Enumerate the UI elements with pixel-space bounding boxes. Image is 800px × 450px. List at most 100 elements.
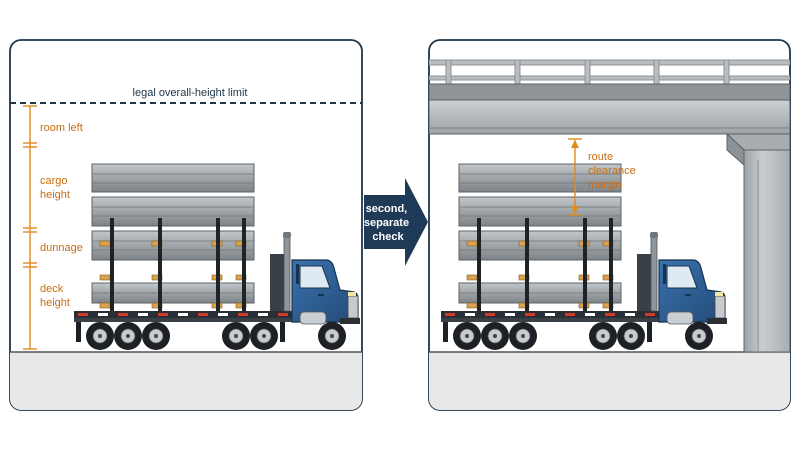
reflector-strip xyxy=(625,313,635,316)
side-mirror xyxy=(663,264,666,284)
rail-post xyxy=(584,59,591,85)
reflector-strip xyxy=(118,313,128,316)
mud-flap xyxy=(443,322,448,342)
front-bumper xyxy=(707,318,727,324)
reflector-strip xyxy=(138,313,148,316)
steel-bundle xyxy=(91,230,255,261)
clearance-dimension xyxy=(568,138,582,216)
mud-flap xyxy=(647,322,652,342)
headboard xyxy=(270,254,284,311)
reflector-strip xyxy=(218,313,228,316)
clearance-label: route clearance margin xyxy=(588,151,639,191)
rail-post xyxy=(445,59,452,85)
reflector-strip xyxy=(645,313,655,316)
fuel-tank xyxy=(666,311,694,325)
reflector-strip xyxy=(605,313,615,316)
wheel-center xyxy=(465,334,469,338)
mud-flap xyxy=(280,322,285,342)
cab-window xyxy=(666,265,698,289)
trailer-frame xyxy=(74,318,296,322)
arrow-shape xyxy=(364,178,428,266)
steel-bundle xyxy=(458,196,622,227)
rail-post xyxy=(723,59,730,85)
wheel-center xyxy=(601,334,605,338)
wheel-center xyxy=(262,334,266,338)
bridge-pier xyxy=(743,149,790,353)
dunnage-block xyxy=(466,274,478,281)
dimension-chain xyxy=(23,105,37,350)
reflector-strip xyxy=(585,313,595,316)
dunnage-block xyxy=(466,240,478,247)
arrow-label: second, separate check xyxy=(364,203,412,243)
tie-down-strap xyxy=(110,218,114,311)
door-handle xyxy=(318,294,324,296)
truck-left xyxy=(74,163,360,350)
reflector-strip xyxy=(158,313,168,316)
rail-post xyxy=(653,59,660,85)
mud-flap xyxy=(76,322,81,342)
height-limit-label: legal overall-height limit xyxy=(133,87,248,99)
tie-down-strap xyxy=(583,218,587,311)
exhaust-cap xyxy=(283,232,291,238)
tie-down-strap xyxy=(609,218,613,311)
exhaust-stack xyxy=(650,235,658,312)
clearance-arrowhead-top xyxy=(571,140,579,148)
truck-right xyxy=(441,163,727,350)
dunnage-block xyxy=(99,240,111,247)
grille xyxy=(714,295,726,319)
wheel-center xyxy=(234,334,238,338)
tie-down-strap xyxy=(477,218,481,311)
rail-mid xyxy=(429,75,790,81)
left-ground xyxy=(10,352,362,410)
wheel-center xyxy=(98,334,102,338)
steel-bundle xyxy=(91,163,255,193)
dunnage-block xyxy=(99,274,111,281)
reflector-strip xyxy=(505,313,515,316)
right-ground xyxy=(429,352,790,410)
dunnage-block xyxy=(99,302,111,309)
rail-post xyxy=(514,59,521,85)
reflector-strip xyxy=(78,313,88,316)
dunnage-block xyxy=(466,302,478,309)
wheel-center xyxy=(330,334,334,338)
cab-window xyxy=(299,265,331,289)
exhaust-cap xyxy=(650,232,658,238)
dim-label-room-left: room left xyxy=(40,122,83,134)
reflector-strip xyxy=(465,313,475,316)
side-mirror xyxy=(296,264,299,284)
wheel-center xyxy=(493,334,497,338)
reflector-strip xyxy=(278,313,288,316)
transition-arrow: second, separate check xyxy=(364,178,428,266)
wheel-center xyxy=(126,334,130,338)
headlight xyxy=(715,292,723,296)
wheel-center xyxy=(629,334,633,338)
wheel-center xyxy=(154,334,158,338)
clearance-arrowhead-bottom xyxy=(571,206,579,214)
headlight xyxy=(348,292,356,296)
wheel-center xyxy=(697,334,701,338)
right-panel: route clearance margin xyxy=(428,39,791,411)
left-panel: legal overall-height limit room left car… xyxy=(9,39,363,411)
door-handle xyxy=(685,294,691,296)
grille xyxy=(347,295,359,319)
reflector-strip xyxy=(525,313,535,316)
reflector-strip xyxy=(565,313,575,316)
tie-down-strap xyxy=(525,218,529,311)
tie-down-strap xyxy=(158,218,162,311)
reflector-strip xyxy=(98,313,108,316)
reflector-strip xyxy=(445,313,455,316)
tie-down-strap xyxy=(216,218,220,311)
bridge-deck-top xyxy=(429,83,790,101)
steel-bundle xyxy=(458,163,622,193)
reflector-strip xyxy=(258,313,268,316)
wheel-center xyxy=(521,334,525,338)
steel-bundle xyxy=(91,196,255,227)
rail-top xyxy=(429,59,790,66)
bridge-girder xyxy=(429,99,790,135)
reflector-strip xyxy=(238,313,248,316)
reflector-strip xyxy=(178,313,188,316)
headboard xyxy=(637,254,651,311)
